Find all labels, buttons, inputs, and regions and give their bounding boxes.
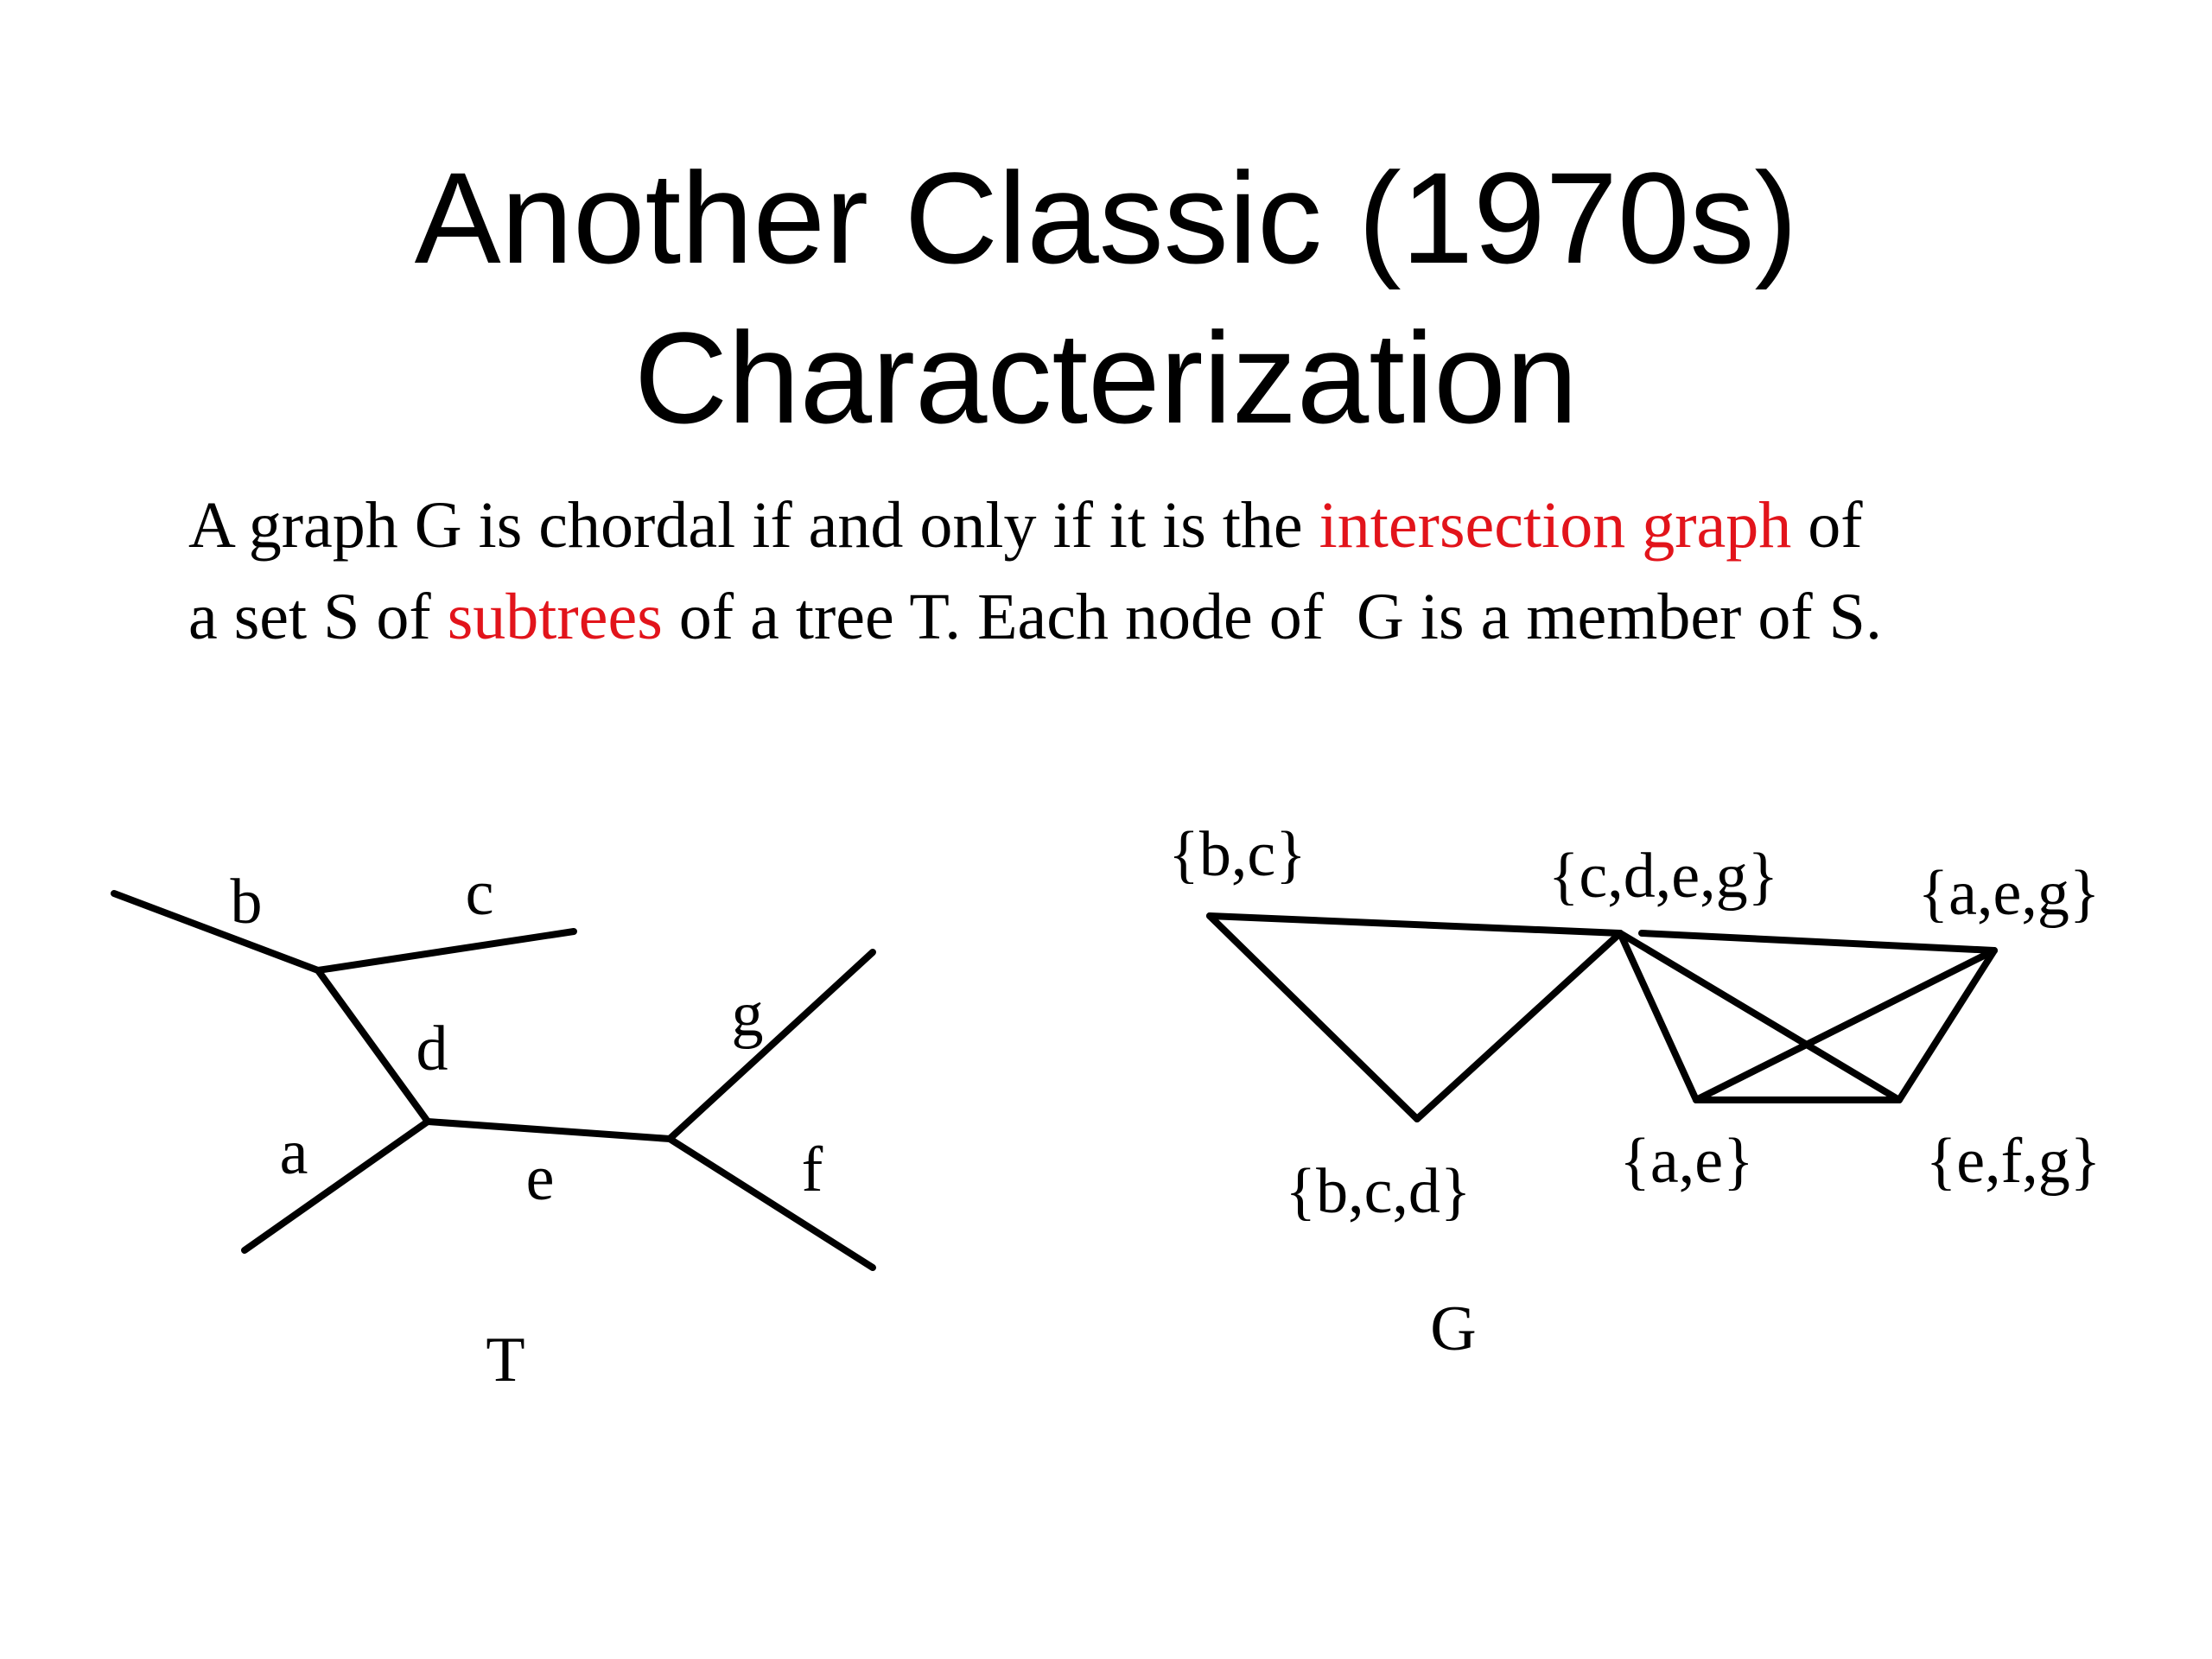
graph-labels: {b,c} {c,d,e,g} {a,e,g} {b,c,d} {a,e} {e…	[1168, 819, 2101, 1364]
tree-edge-g	[666, 949, 876, 1142]
graph-edge-bcd-cdeg	[1414, 930, 1624, 1122]
tree-label-f: f	[802, 1135, 823, 1205]
graph-node-bc: {b,c}	[1168, 819, 1306, 890]
highlight-intersection-graph: intersection graph	[1319, 489, 1792, 562]
graph-edge-bc-bcd	[1206, 912, 1421, 1122]
graph-node-cdeg: {c,d,e,g}	[1548, 841, 1778, 912]
graph-node-aeg: {a,e,g}	[1918, 858, 2101, 929]
graph-edge-cdeg-aeg	[1638, 930, 1998, 954]
graph-edge-cdeg-ae	[1617, 930, 1700, 1103]
tree-edge-e	[424, 1118, 673, 1142]
graph-g	[1206, 912, 1998, 1122]
definition-line-1-text-a: A graph G is chordal if and only if it i…	[188, 489, 1319, 562]
tree-label-a: a	[280, 1117, 308, 1188]
tree-edge-c	[315, 928, 577, 974]
tree-label-c: c	[466, 858, 494, 929]
tree-label-b: b	[231, 867, 263, 938]
definition-line-2-text-b: of a tree T. Each node of G is a member …	[662, 581, 1882, 653]
tree-label-d: d	[416, 1014, 448, 1084]
graph-edge-aeg-ae	[1693, 947, 1998, 1103]
graph-node-bcd: {b,c,d}	[1286, 1156, 1471, 1227]
slide-title: Another Classic (1970s) Characterization	[0, 138, 2212, 458]
definition-line-1-text-b: of	[1791, 489, 1863, 562]
tree-edge-d	[315, 967, 431, 1125]
graph-caption: G	[1430, 1294, 1476, 1364]
graph-node-efg: {e,f,g}	[1926, 1126, 2101, 1197]
highlight-subtrees: subtrees	[447, 581, 663, 653]
title-line-2: Characterization	[633, 305, 1579, 450]
tree-label-g: g	[732, 979, 764, 1050]
tree-label-e: e	[526, 1143, 555, 1214]
definition-line-2: a set S of subtrees of a tree T. Each no…	[188, 571, 2176, 663]
definition-line-1: A graph G is chordal if and only if it i…	[188, 480, 2176, 571]
graph-edge-cdeg-efg	[1617, 930, 1903, 1103]
graph-node-ae: {a,e}	[1619, 1126, 1753, 1197]
tree-edge-b	[111, 890, 321, 974]
title-line-1: Another Classic (1970s)	[414, 145, 1798, 290]
graph-edge-bc-cdeg	[1206, 912, 1624, 937]
definition-text: A graph G is chordal if and only if it i…	[188, 480, 2176, 663]
tree-edge-f	[666, 1135, 876, 1271]
tree-labels: b c d a e g f T	[231, 858, 823, 1395]
tree-caption: T	[486, 1325, 524, 1395]
definition-line-2-text-a: a set S of	[188, 581, 448, 653]
tree-edge-a	[241, 1118, 431, 1254]
graph-edge-aeg-efg	[1896, 947, 1998, 1103]
tree-t	[111, 890, 876, 1271]
